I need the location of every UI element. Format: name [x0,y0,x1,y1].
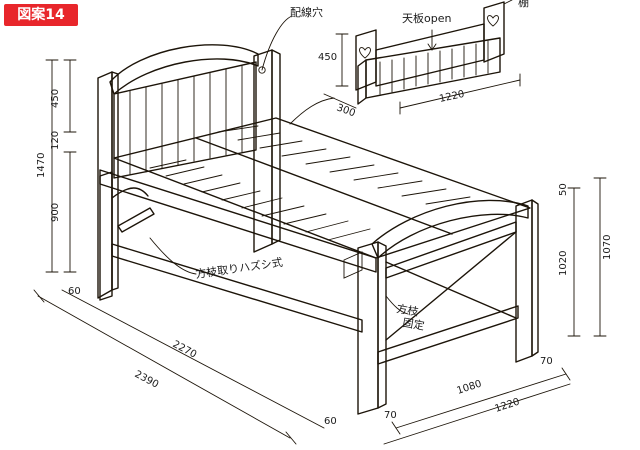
slat-fixed-label-1: 方枝 [395,301,419,319]
dim-foot-panel: 1020 [558,251,569,276]
dim-foot-top: 50 [558,183,569,196]
slat-removable-label: 方枝取りハズシ式 [194,255,283,281]
dim-shelf-height: 450 [318,52,337,63]
shelf-partial-label: 棚 [518,0,529,9]
dim-length-inner: 2270 [171,339,199,361]
dim-head-lower: 900 [50,203,61,222]
dim-shelf-width: 1220 [438,89,465,105]
bed-frame-sketch [97,44,539,415]
dimension-lines [33,0,607,445]
dim-width-total: 1220 [494,397,522,415]
dim-foot-post-top: 60 [68,286,81,297]
top-open-label: 天板open [402,11,451,25]
dim-side-left: 70 [384,410,397,421]
dim-foot-total: 1070 [602,235,613,260]
dim-head-total: 1470 [36,153,47,178]
headboard-shelf-sketch [323,1,521,115]
wiring-hole-label: 配線穴 [290,5,323,19]
dim-width-inner: 1080 [456,379,484,397]
slat-fixed-label-2: 固定 [401,315,425,333]
annotation-labels: 配線穴 天板open 棚 方枝取りハズシ式 方枝 固定 450 300 1220… [36,0,613,427]
design-number-badge: 図案14 [4,4,78,26]
dim-side-right: 70 [540,356,553,367]
dim-shelf-depth: 300 [335,102,357,119]
dim-foot-post-bottom: 60 [324,416,337,427]
dim-head-mid: 120 [50,131,61,150]
dim-head-upper: 450 [50,89,61,108]
dim-length-total: 2390 [133,369,161,391]
